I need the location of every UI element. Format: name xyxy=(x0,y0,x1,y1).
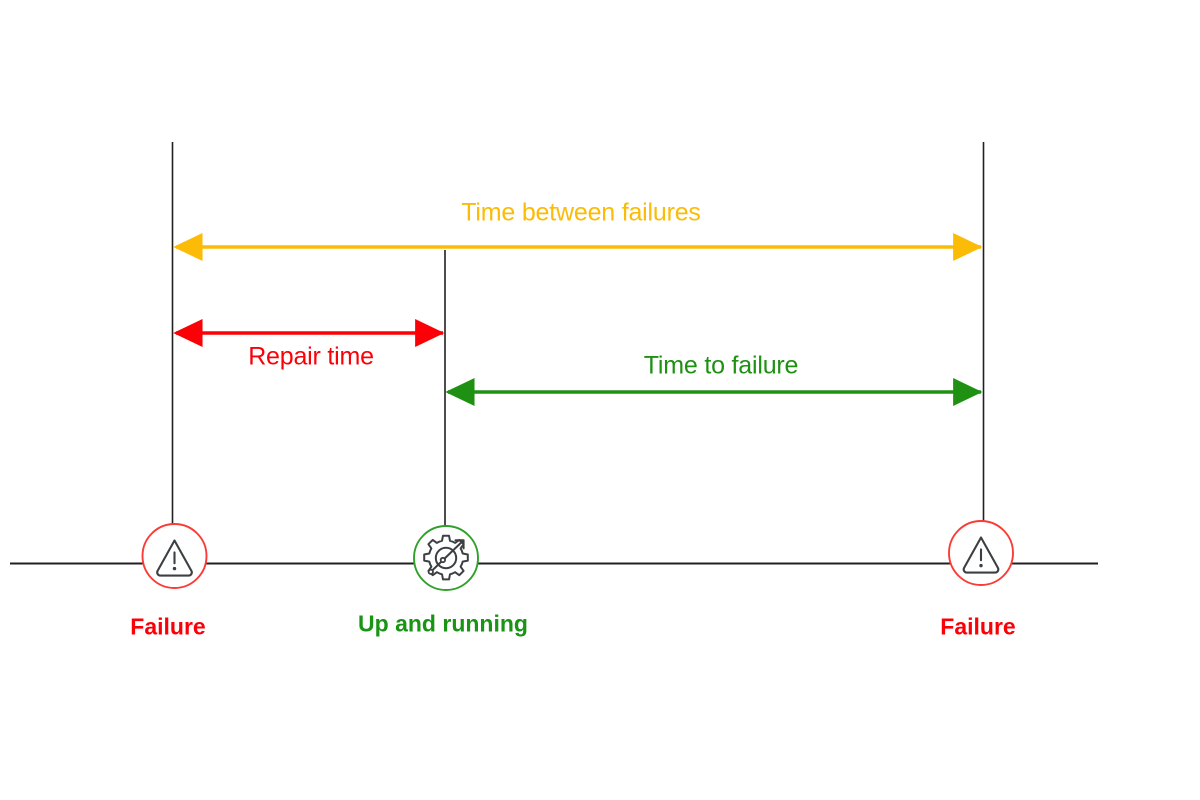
label-failure-right: Failure xyxy=(940,613,1016,640)
gear-trend-icon xyxy=(423,534,469,581)
warning-triangle-icon xyxy=(156,539,193,577)
label-failure-left: Failure xyxy=(130,613,206,640)
label-repair-time: Repair time xyxy=(248,342,374,371)
label-time-to-failure: Time to failure xyxy=(643,351,799,380)
warning-triangle-icon xyxy=(962,536,1000,574)
label-up-and-running: Up and running xyxy=(358,610,528,637)
event-marker-failure-right[interactable] xyxy=(948,520,1014,586)
event-marker-up-and-running[interactable] xyxy=(413,525,479,591)
label-time-between-failures: Time between failures xyxy=(461,198,701,227)
event-marker-failure-left[interactable] xyxy=(141,523,208,589)
